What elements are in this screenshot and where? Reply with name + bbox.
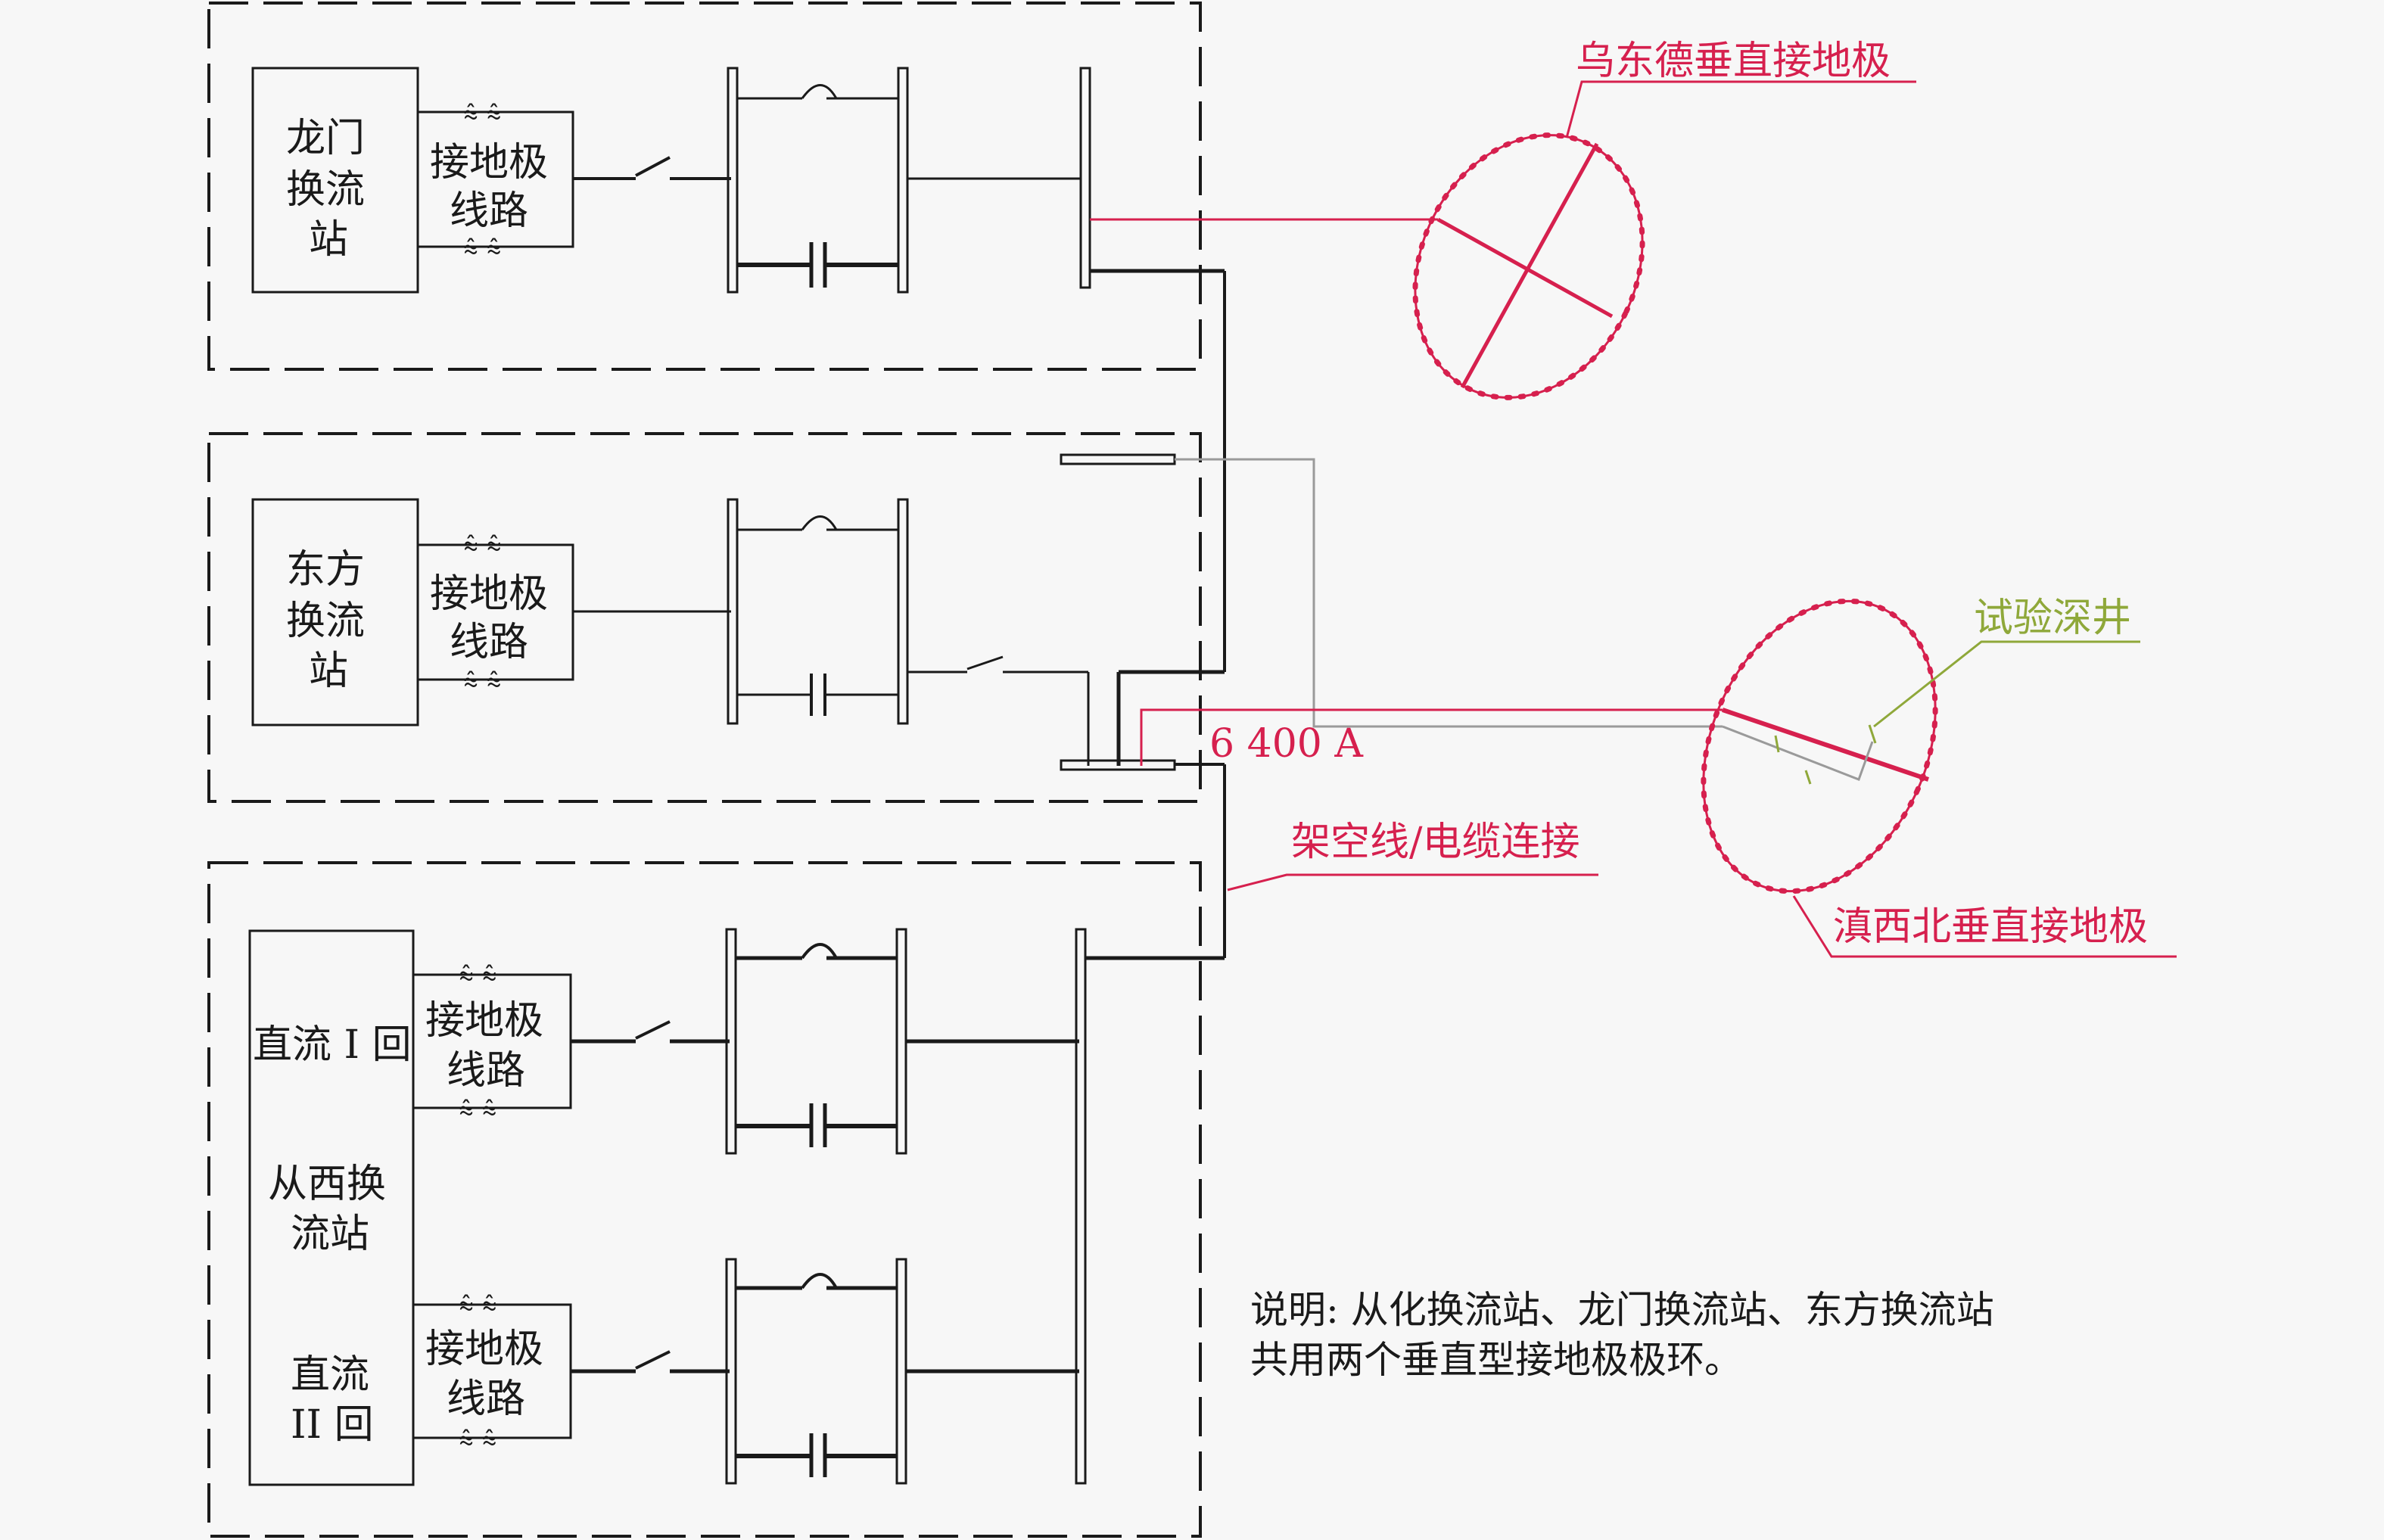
svg-text:⩯ ⩯: ⩯ ⩯ (459, 960, 497, 991)
wudongde-leader (1565, 80, 1916, 138)
congxi-bus-1-mid (895, 928, 907, 1155)
test-well-marks (1774, 640, 2140, 785)
dongfang-ground-line-text-1: 接地极 (430, 571, 548, 617)
congxi-bus-1-left (725, 928, 737, 1155)
dianxibei-electrode-ring (1701, 598, 1938, 894)
dianxibei-leader (1792, 895, 2177, 958)
svg-text:⩯ ⩯: ⩯ ⩯ (463, 234, 502, 264)
longmen-ground-line-text-2: 线路 (450, 188, 528, 234)
longmen-bus-mid (897, 67, 909, 294)
test-well-label: 试验深井 (1974, 596, 2131, 641)
note-line-2: 共用两个垂直型接地极极环。 (1250, 1338, 1742, 1382)
longmen-name-line-1: 龙门 (286, 116, 365, 161)
dongfang-station: ⩯ ⩯ ⩯ ⩯ (251, 453, 1225, 771)
longmen-name-line-2: 换流 (286, 167, 365, 213)
wudongde-label: 乌东德垂直接地极 (1576, 39, 1891, 84)
congxi-bus-2-left (725, 1258, 737, 1485)
svg-text:⩯ ⩯: ⩯ ⩯ (463, 530, 502, 561)
congxi-bus-right (1075, 928, 1087, 1485)
connection-leader (1227, 873, 1598, 891)
dongfang-bus-mid (897, 498, 909, 725)
congxi-ground-line-1-text-1: 接地极 (425, 998, 543, 1044)
wudongde-electrode-ring (1412, 132, 1645, 400)
longmen-bus-left (727, 67, 739, 294)
congxi-station-frame (207, 861, 1202, 1538)
dongfang-ground-line-text-2: 线路 (450, 620, 528, 665)
congxi-ground-line-1-text-2: 线路 (447, 1048, 525, 1094)
dongfang-station-frame (207, 432, 1202, 803)
dongfang-upper-terminal-bar (1060, 453, 1176, 465)
congxi-station: ⩯ ⩯ ⩯ ⩯ ⩯ ⩯ ⩯ ⩯ (248, 928, 1225, 1486)
longmen-bus-right (1079, 67, 1091, 289)
note-line-1: 说明: 从化换流站、龙门换流站、东方换流站 (1250, 1288, 1994, 1332)
congxi-circuit-1: 直流 I 回 (253, 1022, 412, 1068)
svg-text:⩯ ⩯: ⩯ ⩯ (459, 1425, 497, 1455)
svg-text:⩯ ⩯: ⩯ ⩯ (459, 1095, 497, 1125)
congxi-ground-line-2-text-1: 接地极 (425, 1327, 543, 1372)
dongfang-bus-left (727, 498, 739, 725)
congxi-circuit-2-line-2: II 回 (291, 1402, 374, 1448)
congxi-bus-2-mid (895, 1258, 907, 1485)
congxi-circuit-2-line-1: 直流 (291, 1352, 369, 1398)
longmen-station-frame (207, 2, 1202, 371)
dianxibei-label: 滇西北垂直接地极 (1833, 904, 2148, 950)
congxi-name-line-2: 流站 (291, 1212, 369, 1257)
dongfang-name-line-3: 站 (309, 649, 348, 694)
longmen-ground-line-text-1: 接地极 (430, 140, 548, 185)
current-label: 6 400 A (1209, 721, 1364, 767)
longmen-name-line-3: 站 (309, 217, 348, 263)
longmen-station: ⩯ ⩯ ⩯ ⩯ (251, 67, 1225, 294)
connection-label: 架空线/电缆连接 (1291, 820, 1580, 865)
svg-text:⩯ ⩯: ⩯ ⩯ (459, 1290, 497, 1321)
gray-wiring (1175, 458, 1723, 728)
congxi-ground-line-2-text-2: 线路 (447, 1377, 525, 1422)
congxi-converter-box (248, 929, 415, 1486)
red-feeders (1090, 218, 1723, 766)
dongfang-name-line-2: 换流 (286, 599, 365, 644)
svg-text:⩯ ⩯: ⩯ ⩯ (463, 99, 502, 129)
svg-text:⩯ ⩯: ⩯ ⩯ (463, 667, 502, 697)
dongfang-name-line-1: 东方 (286, 547, 365, 593)
congxi-name-line-1: 从西换 (268, 1162, 386, 1207)
